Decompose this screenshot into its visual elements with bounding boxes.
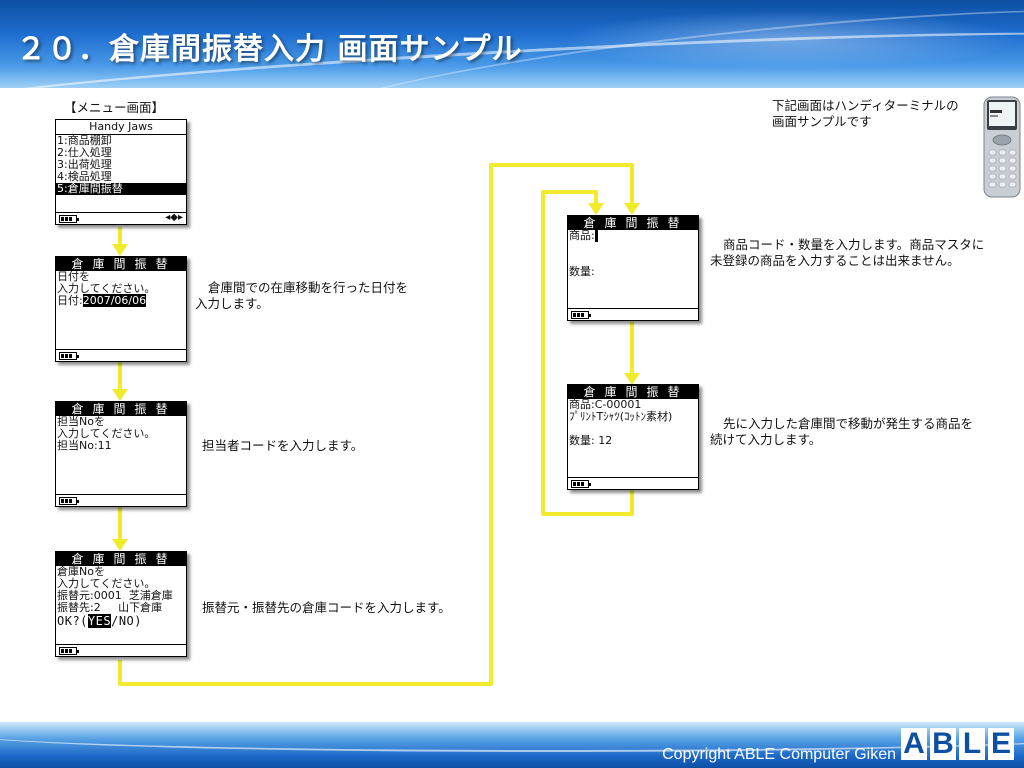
note-line: 画面サンプルです <box>772 114 872 129</box>
note-line: 下記画面はハンディターミナルの <box>772 98 959 113</box>
prompt-line: 入力してください。 <box>57 282 156 295</box>
date-field-value[interactable]: 2007/06/06 <box>82 294 147 307</box>
product-name: ﾌﾟﾘﾝﾄTｼｬﾂ(ｺｯﾄﾝ素材) <box>569 410 673 423</box>
screen-header: 倉庫間振替 <box>56 402 186 416</box>
product-field-label: 商品: <box>569 229 595 242</box>
screen-header: 倉庫間振替 <box>568 385 698 399</box>
arrowhead <box>112 244 128 256</box>
status-bar <box>568 477 698 489</box>
prompt-line: 入力してください。 <box>57 427 156 440</box>
footer-banner: Copyright ABLE Computer Giken A B L E <box>0 722 1024 768</box>
logo-letter: L <box>959 728 985 760</box>
product-field[interactable]: 商品:C-00001 <box>569 398 642 411</box>
staff-field[interactable]: 担当No:11 <box>57 439 112 452</box>
quantity-field[interactable]: 数量: 12 <box>569 434 613 447</box>
arrowhead <box>624 203 640 215</box>
battery-icon <box>59 215 79 223</box>
status-bar <box>56 644 186 656</box>
caption-line: 未登録の商品を入力することは出来ません。 <box>710 253 960 268</box>
prompt-line: 日付を <box>57 270 90 283</box>
date-entry-screen: 倉庫間振替 日付を 入力してください。 日付:2007/06/06 <box>55 256 187 362</box>
scroll-arrows-icon: ◂◆▸ <box>165 212 183 223</box>
menu-item[interactable]: 3:出荷処理 <box>57 158 112 171</box>
logo-letter: A <box>901 728 927 760</box>
caption-line: 続けて入力します。 <box>710 432 822 447</box>
warehouse-entry-screen: 倉庫間振替 倉庫Noを 入力してください。 振替元:0001 芝浦倉庫 振替先:… <box>55 551 187 657</box>
battery-icon <box>59 647 79 655</box>
status-bar <box>568 308 698 320</box>
menu-item[interactable]: 2:仕入処理 <box>57 146 112 159</box>
menu-screen-label: 【メニュー画面】 <box>64 100 165 115</box>
prompt-line: 倉庫Noを <box>57 565 105 578</box>
confirm-yes-option[interactable]: YES <box>87 614 112 628</box>
able-logo: A B L E <box>901 728 1014 760</box>
date-caption: 倉庫間での在庫移動を行った日付を 入力します。 <box>195 280 408 312</box>
staff-caption: 担当者コードを入力します。 <box>202 438 364 453</box>
logo-letter: B <box>930 728 956 760</box>
handheld-terminal-icon <box>983 96 1021 198</box>
logo-letter: E <box>988 728 1014 760</box>
arrowhead <box>112 539 128 551</box>
warehouse-caption: 振替元・振替先の倉庫コードを入力します。 <box>202 600 451 615</box>
menu-title: Handy Jaws <box>56 120 186 135</box>
arrowhead <box>588 203 604 215</box>
product-filled-screen: 倉庫間振替 商品:C-00001 ﾌﾟﾘﾝﾄTｼｬﾂ(ｺｯﾄﾝ素材) 数量: 1… <box>567 384 699 490</box>
confirm-suffix[interactable]: /NO) <box>111 614 142 628</box>
header-banner: ２０．倉庫間振替入力 画面サンプル <box>0 0 1024 88</box>
product-caption: 商品コード・数量を入力します。商品マスタに 未登録の商品を入力することは出来ませ… <box>710 237 984 269</box>
product-entry-screen: 倉庫間振替 商品: 数量: <box>567 215 699 321</box>
product-field[interactable]: 商品: <box>568 229 698 242</box>
from-warehouse-field[interactable]: 振替元:0001 芝浦倉庫 <box>57 589 173 602</box>
prompt-line: 入力してください。 <box>57 577 156 590</box>
battery-icon <box>571 480 591 488</box>
screen-header: 倉庫間振替 <box>56 552 186 566</box>
caption-line: 入力します。 <box>195 296 269 311</box>
caption-line: 先に入力した倉庫間で移動が発生する商品を <box>723 416 974 431</box>
status-bar <box>56 494 186 506</box>
quantity-field[interactable]: 数量: <box>569 265 595 278</box>
confirm-prompt: OK?(YES/NO) <box>56 614 186 628</box>
battery-icon <box>59 352 79 360</box>
battery-icon <box>59 497 79 505</box>
screen-header: 倉庫間振替 <box>56 257 186 271</box>
caption-line: 倉庫間での在庫移動を行った日付を <box>208 280 409 295</box>
header-glow <box>560 10 1020 70</box>
caption-line: 商品コード・数量を入力します。商品マスタに <box>723 237 985 252</box>
to-warehouse-field[interactable]: 振替先:2 山下倉庫 <box>57 601 163 614</box>
footer-swoosh <box>0 722 1024 752</box>
arrowhead <box>112 389 128 401</box>
prompt-line: 担当Noを <box>57 415 105 428</box>
repeat-caption: 先に入力した倉庫間で移動が発生する商品を 続けて入力します。 <box>710 416 973 448</box>
date-field[interactable]: 日付:2007/06/06 <box>56 294 186 307</box>
date-field-label: 日付: <box>57 294 83 307</box>
status-bar: ◂◆▸ <box>56 212 186 224</box>
page-title: ２０．倉庫間振替入力 画面サンプル <box>16 32 523 67</box>
confirm-prefix: OK?( <box>57 614 88 628</box>
screen-header: 倉庫間振替 <box>568 216 698 230</box>
battery-icon <box>571 311 591 319</box>
text-cursor <box>594 229 599 242</box>
menu-item[interactable]: 4:検品処理 <box>57 170 112 183</box>
menu-item[interactable]: 1:商品棚卸 <box>57 134 112 147</box>
staff-entry-screen: 倉庫間振替 担当Noを 入力してください。 担当No:11 <box>55 401 187 507</box>
copyright-text: Copyright ABLE Computer Giken <box>662 746 896 763</box>
menu-item-selected[interactable]: 5:倉庫間振替 <box>56 183 186 195</box>
menu-screen: Handy Jaws 1:商品棚卸 2:仕入処理 3:出荷処理 4:検品処理 5… <box>55 119 187 225</box>
terminal-note: 下記画面はハンディターミナルの 画面サンプルです <box>772 98 959 130</box>
status-bar <box>56 349 186 361</box>
